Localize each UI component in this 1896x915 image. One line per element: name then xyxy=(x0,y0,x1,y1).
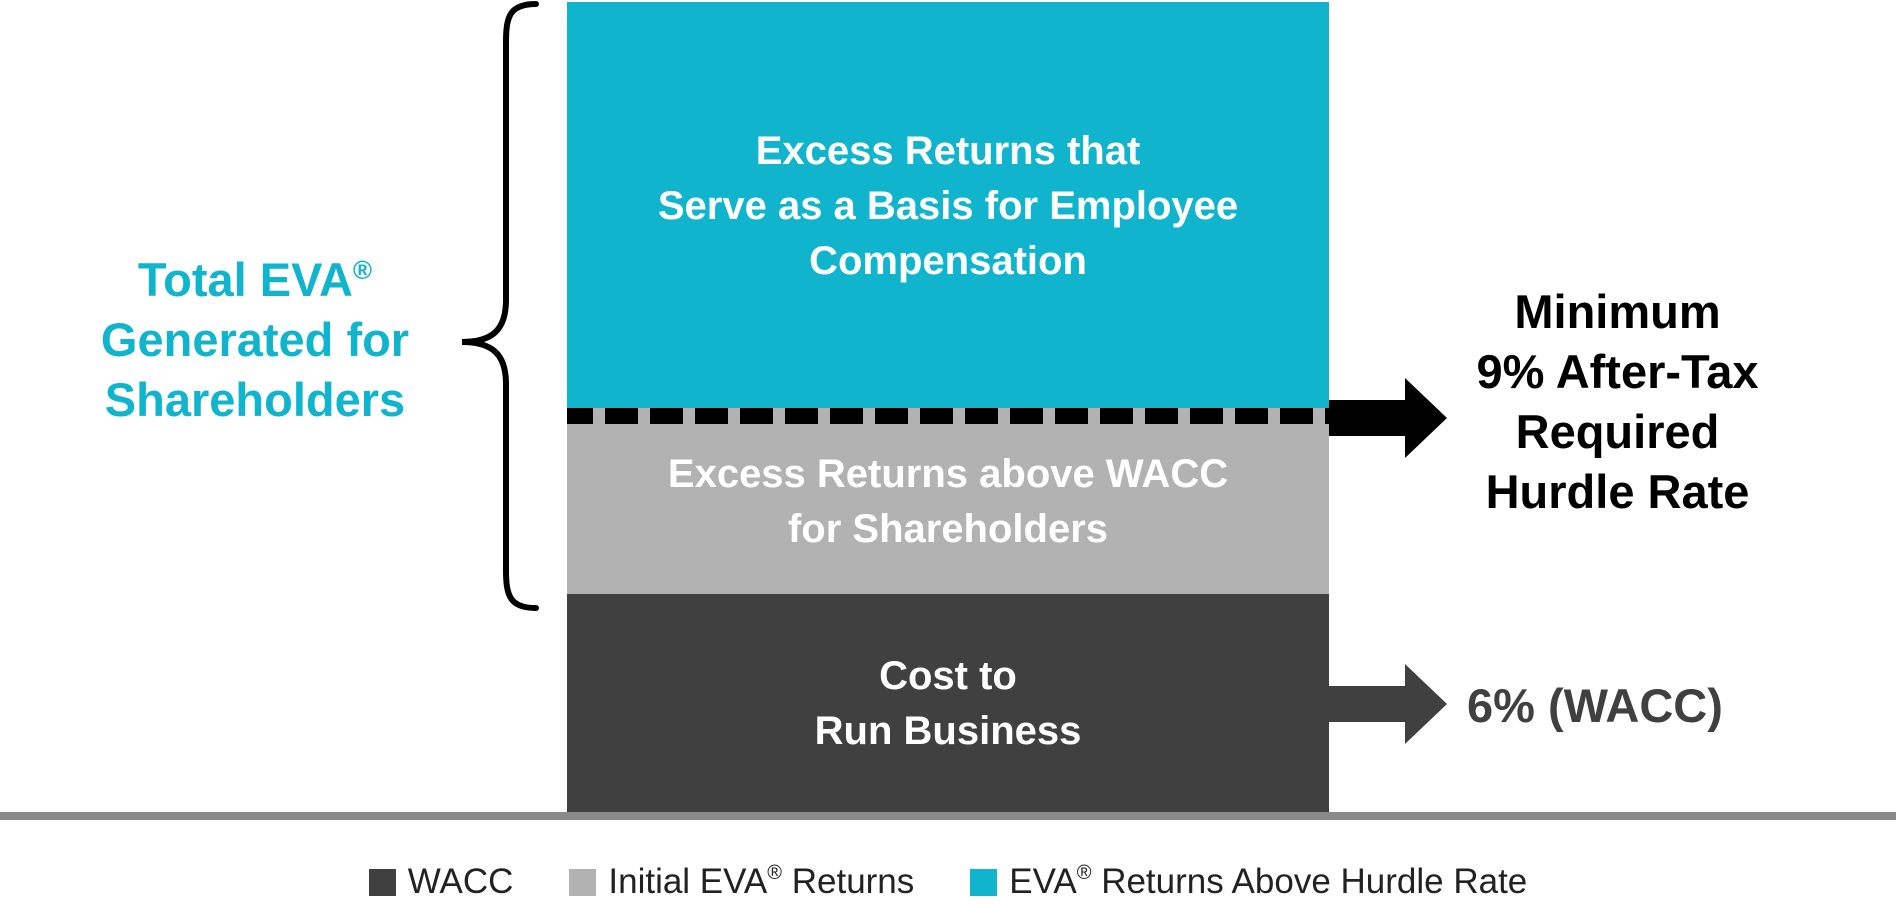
legend-label-eva-above-hurdle: EVA® Returns Above Hurdle Rate xyxy=(1009,862,1528,901)
eva-above-hurdle-block: Excess Returns that Serve as a Basis for… xyxy=(567,2,1329,410)
total-eva-reg-mark: ® xyxy=(352,255,373,285)
dash-gap xyxy=(1223,408,1235,424)
dash-gap xyxy=(638,408,650,424)
hurdle-rate-label: Minimum 9% After-Tax Required Hurdle Rat… xyxy=(1476,285,1759,518)
total-eva-line2: Generated for xyxy=(100,313,410,366)
dash-gap xyxy=(998,408,1010,424)
dash-gap xyxy=(1268,408,1280,424)
legend-swatch-initial-eva xyxy=(569,868,597,896)
initial-eva-text: Excess Returns above WACC for Shareholde… xyxy=(667,452,1229,551)
dash-gap xyxy=(773,408,785,424)
dash-gap xyxy=(1088,408,1100,424)
eva-above-hurdle-text: Excess Returns that Serve as a Basis for… xyxy=(657,128,1239,283)
legend-label-initial-eva: Initial EVA® Returns xyxy=(608,862,915,901)
initial-eva-block: Excess Returns above WACC for Shareholde… xyxy=(567,410,1329,594)
wacc-rate-label: 6% (WACC) xyxy=(1467,679,1723,732)
wacc-arrow-icon xyxy=(1329,664,1447,744)
dash-gap xyxy=(1133,408,1145,424)
wacc-block-text: Cost to Run Business xyxy=(814,654,1082,753)
total-eva-line1: Total EVA xyxy=(137,253,353,306)
dash-gap xyxy=(728,408,740,424)
legend-item-eva-above-hurdle: EVA® Returns Above Hurdle Rate xyxy=(970,862,1527,902)
dash-gap xyxy=(1178,408,1190,424)
dash-gap xyxy=(683,408,695,424)
dash-gap xyxy=(863,408,875,424)
dash-gap xyxy=(953,408,965,424)
hurdle-arrow-icon xyxy=(1329,378,1447,458)
wacc-block: Cost to Run Business xyxy=(567,594,1329,814)
total-eva-label: Total EVA® Generated for Shareholders xyxy=(40,250,470,430)
legend-label-wacc: WACC xyxy=(407,862,514,901)
dash-gap xyxy=(1313,408,1325,424)
total-eva-line3: Shareholders xyxy=(104,373,406,426)
legend-item-wacc: WACC xyxy=(368,862,514,902)
legend-swatch-eva-above-hurdle xyxy=(970,868,998,896)
legend-swatch-wacc xyxy=(368,868,396,896)
dash-gap xyxy=(1043,408,1055,424)
curly-brace-icon xyxy=(461,1,539,611)
legend: WACC Initial EVA® Returns EVA® Returns A… xyxy=(0,862,1896,902)
dash-gap xyxy=(818,408,830,424)
dash-gap xyxy=(908,408,920,424)
chart-baseline xyxy=(0,812,1896,820)
hurdle-rate-dashed-line xyxy=(567,408,1329,424)
legend-item-initial-eva: Initial EVA® Returns xyxy=(569,862,914,902)
dash-gap xyxy=(593,408,605,424)
